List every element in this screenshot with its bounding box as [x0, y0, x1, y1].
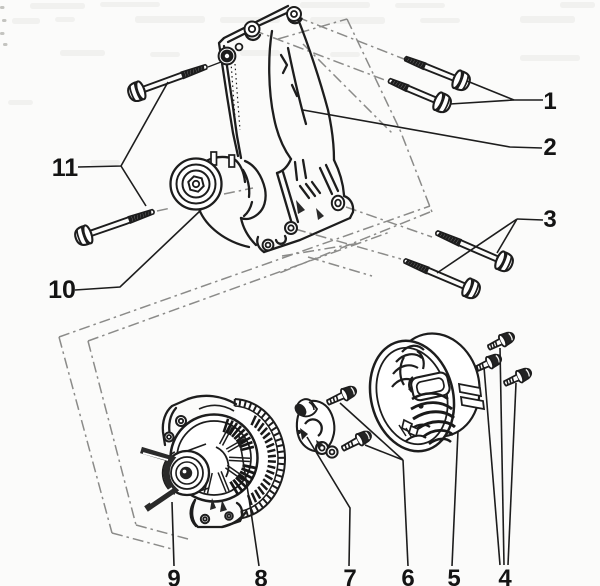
svg-text:9: 9: [167, 566, 180, 586]
svg-text:6: 6: [401, 565, 414, 586]
svg-text:8: 8: [254, 566, 267, 586]
svg-text:1: 1: [543, 88, 556, 115]
svg-text:11: 11: [52, 154, 79, 182]
svg-text:10: 10: [48, 276, 76, 304]
svg-text:2: 2: [543, 134, 556, 161]
svg-text:5: 5: [447, 565, 460, 586]
svg-text:7: 7: [343, 565, 356, 586]
svg-text:4: 4: [498, 565, 512, 586]
svg-text:3: 3: [543, 206, 556, 233]
